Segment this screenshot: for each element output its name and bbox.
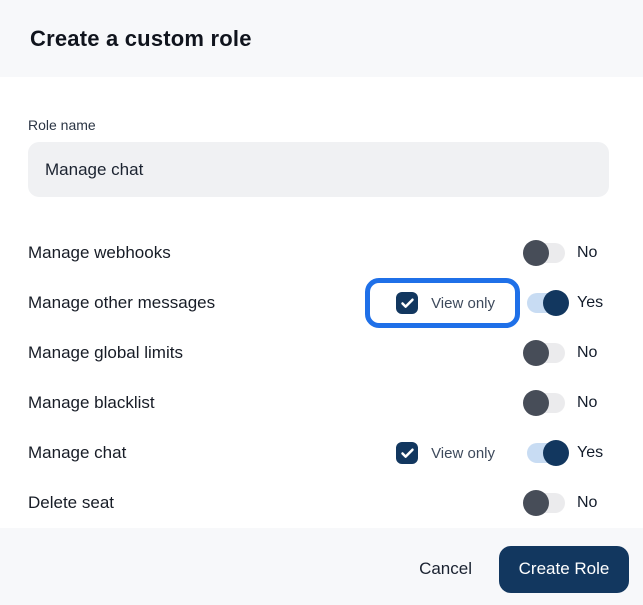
permission-toggle[interactable] [523, 390, 569, 416]
toggle-state-label: No [577, 344, 598, 361]
toggle-knob [543, 440, 569, 466]
toggle-state-label: No [577, 494, 598, 511]
toggle-knob [523, 240, 549, 266]
dialog-title: Create a custom role [30, 25, 252, 51]
permission-row: Manage other messages View only Yes [28, 278, 615, 328]
toggle-state-label: No [577, 394, 598, 411]
checkmark-icon [400, 448, 414, 458]
permission-label: Manage other messages [28, 293, 216, 312]
permission-label: Manage webhooks [28, 243, 171, 262]
permission-toggle[interactable] [523, 490, 569, 516]
toggle-knob [523, 490, 549, 516]
permission-toggle[interactable] [523, 290, 569, 316]
permission-label: Manage chat [28, 443, 127, 462]
view-only-label: View only [431, 294, 495, 312]
view-only-label: View only [431, 444, 495, 462]
permission-toggle[interactable] [523, 340, 569, 366]
toggle-knob [543, 290, 569, 316]
cancel-button[interactable]: Cancel [419, 559, 472, 578]
view-only-group-highlighted: View only [365, 278, 520, 328]
checkmark-icon [400, 298, 414, 308]
dialog-footer: Cancel Create Role [0, 528, 643, 605]
permission-row: Manage global limits No [28, 328, 615, 378]
toggle-knob [523, 340, 549, 366]
view-only-checkbox[interactable] [396, 442, 419, 464]
view-only-checkbox[interactable] [396, 292, 419, 314]
dialog-header: Create a custom role [0, 0, 643, 77]
permission-row: Delete seat No [28, 478, 615, 528]
role-name-label: Role name [28, 117, 96, 133]
permission-toggle[interactable] [523, 240, 569, 266]
permission-row: Manage chat View only Yes [28, 428, 615, 478]
permission-row: Manage webhooks No [28, 228, 615, 278]
create-role-button[interactable]: Create Role [499, 545, 629, 593]
permission-row: Manage blacklist No [28, 378, 615, 428]
toggle-state-label: No [577, 244, 598, 261]
toggle-state-label: Yes [577, 294, 604, 311]
permission-label: Manage blacklist [28, 393, 155, 412]
permission-label: Delete seat [28, 493, 114, 512]
toggle-state-label: Yes [577, 444, 604, 461]
permission-label: Manage global limits [28, 343, 183, 362]
permission-toggle[interactable] [523, 440, 569, 466]
toggle-knob [523, 390, 549, 416]
role-name-input[interactable] [28, 142, 609, 197]
view-only-group: View only [396, 442, 495, 464]
